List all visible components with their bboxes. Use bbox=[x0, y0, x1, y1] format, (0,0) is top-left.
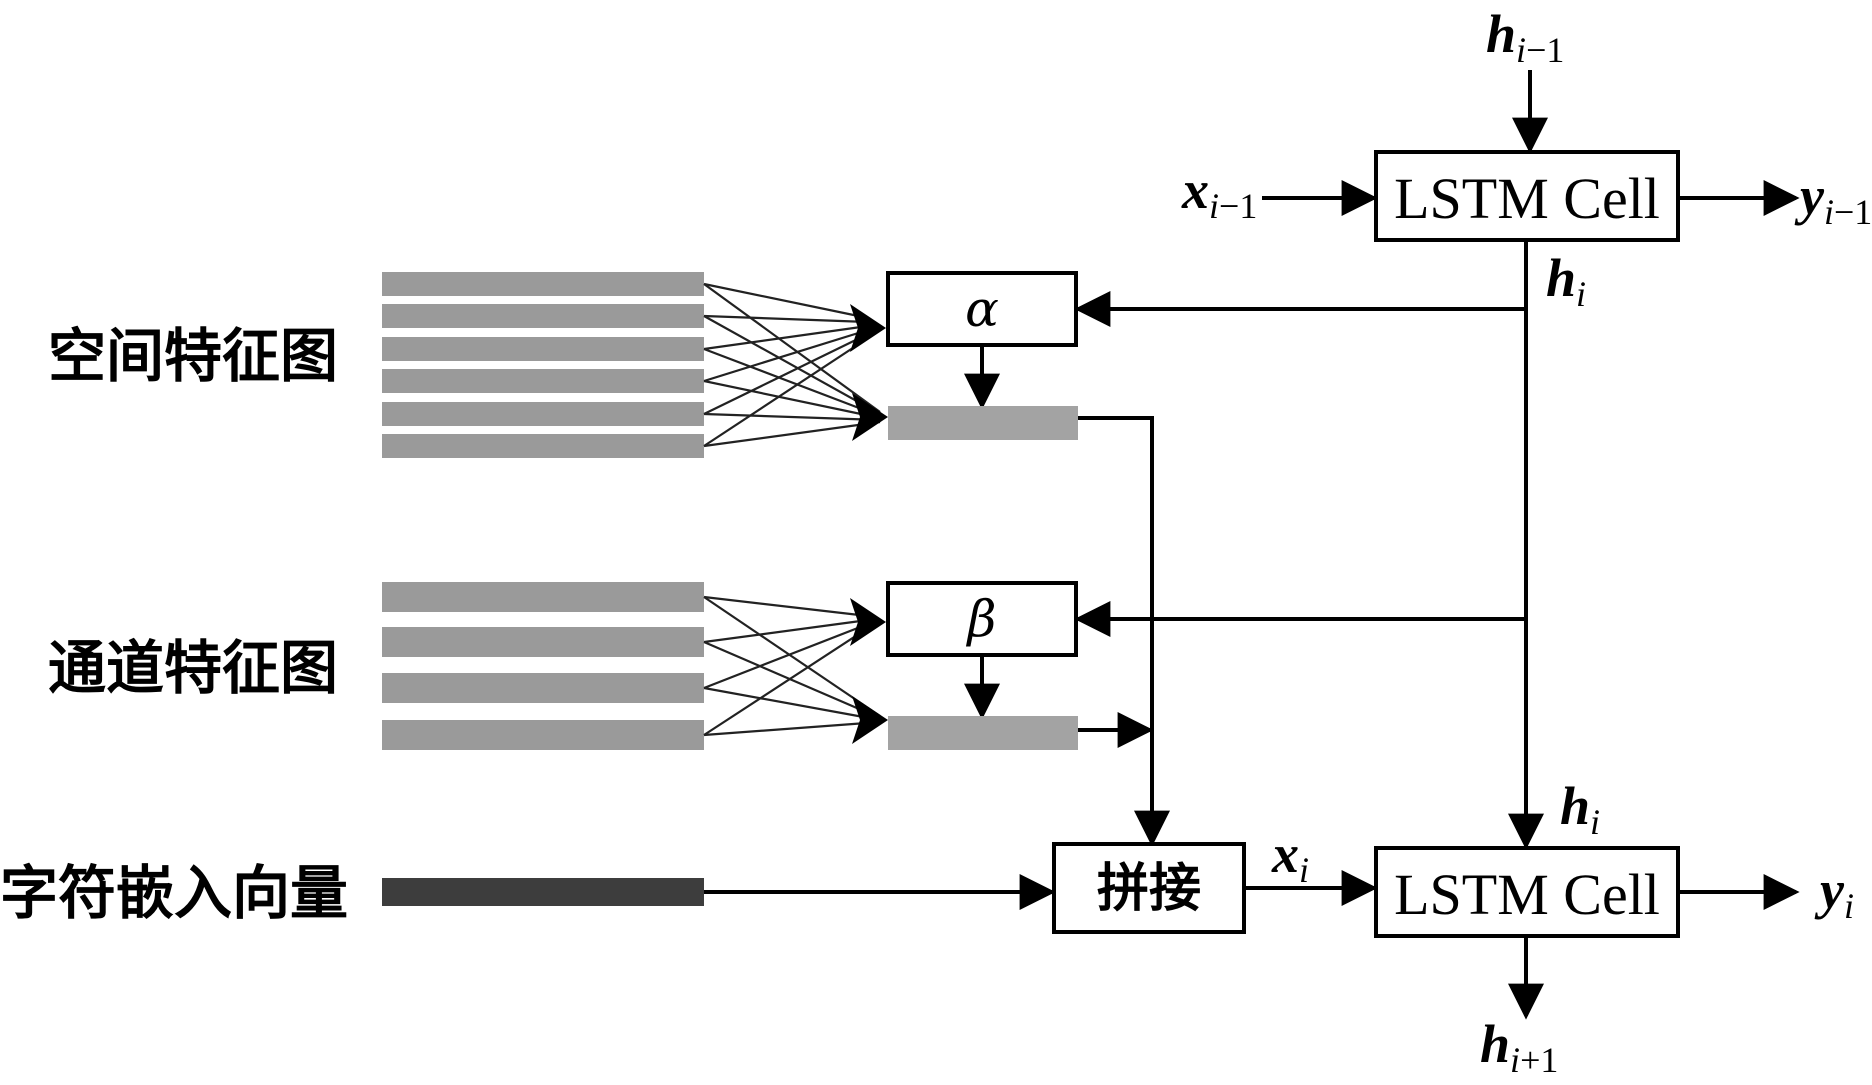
spatial-feature-bars bbox=[382, 272, 704, 458]
x-cur-label: xi bbox=[1271, 824, 1309, 890]
spatial-feature-bar bbox=[382, 337, 704, 361]
channel-fan-arrowhead-context bbox=[852, 696, 888, 744]
channel-context-vector bbox=[888, 716, 1078, 750]
spatial-feature-bar bbox=[382, 369, 704, 393]
h-prev-label: hi−1 bbox=[1486, 4, 1564, 70]
spatial-feature-map-label: 空间特征图 bbox=[48, 322, 338, 390]
channel-feature-map-label: 通道特征图 bbox=[48, 634, 338, 702]
channel-feature-bar bbox=[382, 720, 704, 750]
y-cur-label: yi bbox=[1814, 860, 1854, 926]
channel-feature-bar bbox=[382, 582, 704, 612]
concat-box bbox=[1052, 842, 1246, 934]
lstm-cell-top bbox=[1374, 150, 1680, 242]
char-embedding-bar bbox=[382, 878, 704, 906]
channel-fan-lines bbox=[703, 595, 881, 737]
spatial-fan-lines bbox=[703, 282, 881, 448]
spatial-context-to-concat-arrow bbox=[1078, 416, 1170, 847]
y-prev-label: yi−1 bbox=[1794, 166, 1872, 232]
lstm-cell-bottom-label: LSTM Cell bbox=[1394, 862, 1660, 927]
char-embedding-label: 字符嵌入向量 bbox=[0, 859, 348, 927]
lstm-cell-top-label: LSTM Cell bbox=[1394, 166, 1660, 231]
h-next-label: hi+1 bbox=[1480, 1014, 1558, 1080]
spatial-feature-bar bbox=[382, 304, 704, 328]
h-cur-top-label: hi bbox=[1546, 248, 1586, 314]
channel-feature-bar bbox=[382, 673, 704, 703]
spatial-fan-arrowhead-context bbox=[852, 393, 888, 441]
spatial-feature-bar bbox=[382, 402, 704, 426]
beta-box bbox=[886, 581, 1078, 657]
h-cur-bottom-label: hi bbox=[1560, 776, 1600, 842]
beta-symbol: β bbox=[966, 590, 997, 648]
alpha-symbol: α bbox=[965, 280, 999, 338]
channel-feature-bars bbox=[382, 582, 704, 750]
spatial-feature-bar bbox=[382, 434, 704, 458]
channel-feature-bar bbox=[382, 627, 704, 657]
concat-label: 拼接 bbox=[1097, 859, 1201, 919]
spatial-fan-arrowhead-alpha bbox=[850, 304, 886, 352]
channel-fan-arrowhead-beta bbox=[850, 598, 886, 646]
spatial-context-vector bbox=[888, 406, 1078, 440]
spatial-feature-bar bbox=[382, 272, 704, 296]
x-prev-label: xi−1 bbox=[1181, 160, 1257, 226]
